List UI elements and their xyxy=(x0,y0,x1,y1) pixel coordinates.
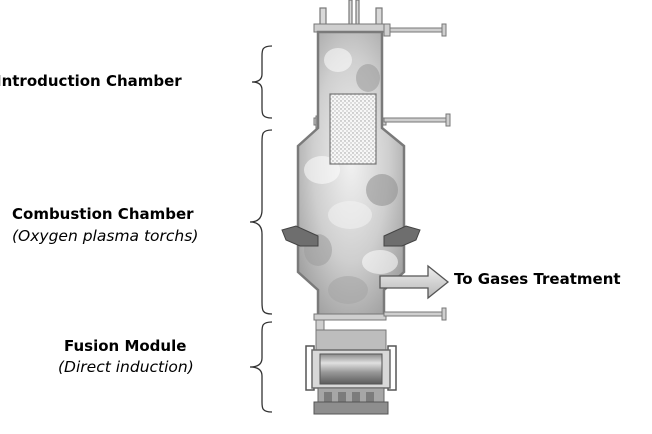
fusion-module-subtitle: (Direct induction) xyxy=(58,358,194,376)
fusion-module xyxy=(305,329,397,415)
gas-outlet-arrow-icon xyxy=(379,264,450,300)
top-flange xyxy=(313,23,447,37)
brace-fusion xyxy=(249,321,273,413)
brace-introduction xyxy=(251,45,273,119)
lower-flange xyxy=(313,307,447,331)
right-plasma-torch-icon xyxy=(383,225,421,247)
combustion-chamber-subtitle: (Oxygen plasma torchs) xyxy=(12,227,199,245)
smoke-clouds xyxy=(304,48,398,304)
feed-block xyxy=(329,93,377,165)
left-plasma-torch-icon xyxy=(281,225,319,247)
combustion-chamber-label: Combustion Chamber xyxy=(12,205,194,223)
fusion-module-label: Fusion Module xyxy=(64,337,187,355)
introduction-chamber-label: Introduction Chamber xyxy=(0,72,182,90)
gas-outlet-label: To Gases Treatment xyxy=(454,270,621,288)
brace-combustion xyxy=(249,129,273,315)
